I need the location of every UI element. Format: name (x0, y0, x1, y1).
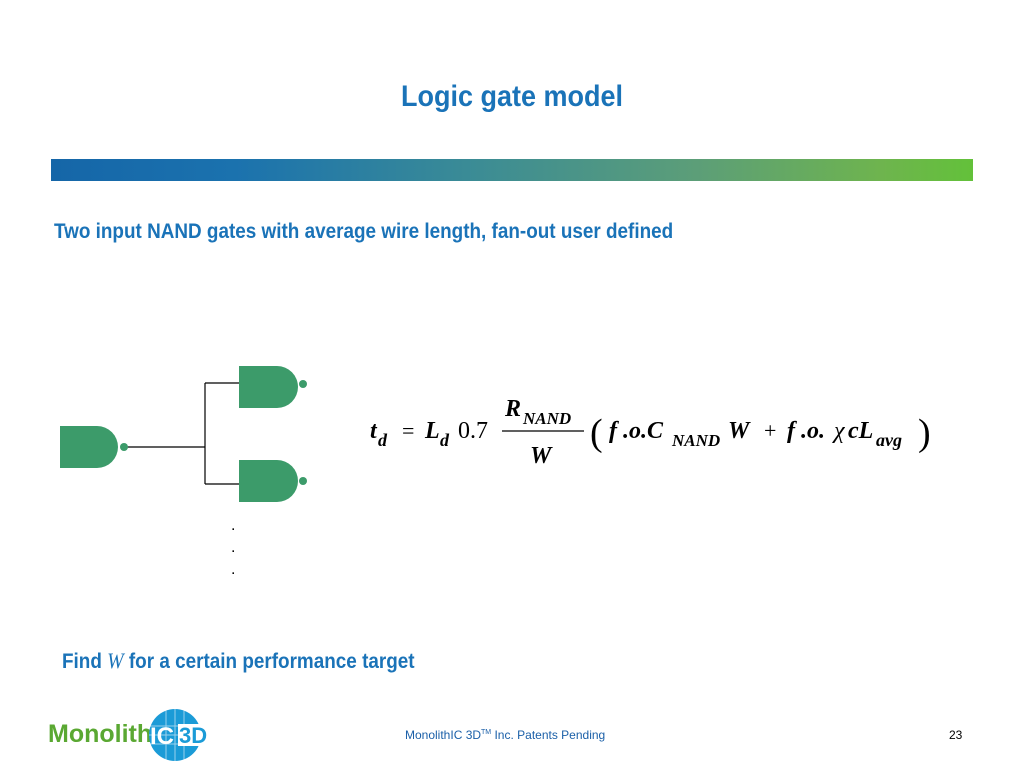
footer-patent-text: MonolithIC 3DTM Inc. Patents Pending (405, 728, 605, 742)
logo-monolith-text: Monolith (48, 720, 152, 748)
formula-L-subscript: d (440, 430, 450, 450)
nand-gate-load-upper (239, 366, 307, 408)
ellipsis-dot: . (231, 561, 235, 578)
formula-equals: = (402, 418, 414, 443)
formula-numerator-R: R (504, 396, 521, 422)
find-suffix: for a certain performance target (123, 650, 415, 673)
formula-close-paren: ) (918, 412, 931, 454)
formula-o2: .o. (801, 418, 825, 444)
formula-numerator-subscript: NAND (522, 409, 571, 428)
find-variable: W (107, 648, 124, 673)
ellipsis-dot: . (231, 539, 235, 556)
formula-o-C: .o.C (623, 418, 664, 444)
formula-C-subscript: NAND (671, 431, 720, 450)
logo-3d-backing (178, 724, 212, 746)
formula-open-paren: ( (590, 412, 603, 454)
find-w-text: Find W for a certain performance target (62, 648, 415, 674)
circuit-wires (127, 382, 239, 485)
header-gradient-band (51, 159, 973, 181)
fanout-ellipsis: . . . (231, 517, 235, 578)
formula-f2: f (787, 418, 797, 444)
formula-W: W (728, 418, 751, 444)
formula-L-avg-subscript: avg (876, 430, 902, 450)
logo-globe-icon: IC (149, 709, 201, 761)
footer-tm: TM (481, 729, 492, 736)
formula-cL: cL (848, 418, 873, 444)
nand-gate-load-lower (239, 460, 307, 502)
formula-plus: + (764, 418, 776, 443)
footer-rest: Inc. Patents Pending (491, 728, 606, 742)
logo-ic-text: IC (150, 723, 174, 750)
formula-L: L (424, 418, 440, 444)
monolithic3d-logo: Monolith IC 3D (48, 709, 212, 761)
formula-coefficient: 0.7 (458, 418, 488, 444)
footer-company: MonolithIC 3D (405, 728, 482, 742)
ellipsis-dot: . (231, 517, 235, 534)
formula-t: t (370, 418, 378, 444)
find-prefix: Find (62, 650, 108, 673)
formula-f1: f (609, 418, 619, 444)
nand-gate-driver (60, 426, 128, 468)
formula-t-subscript: d (378, 430, 388, 450)
page-number: 23 (949, 728, 963, 742)
logo-3d-text: 3D (179, 723, 207, 748)
formula-denominator: W (530, 443, 553, 469)
slide-title: Logic gate model (400, 80, 624, 113)
formula-chi: χ (832, 418, 846, 444)
slide-subtitle: Two input NAND gates with average wire l… (54, 220, 674, 243)
